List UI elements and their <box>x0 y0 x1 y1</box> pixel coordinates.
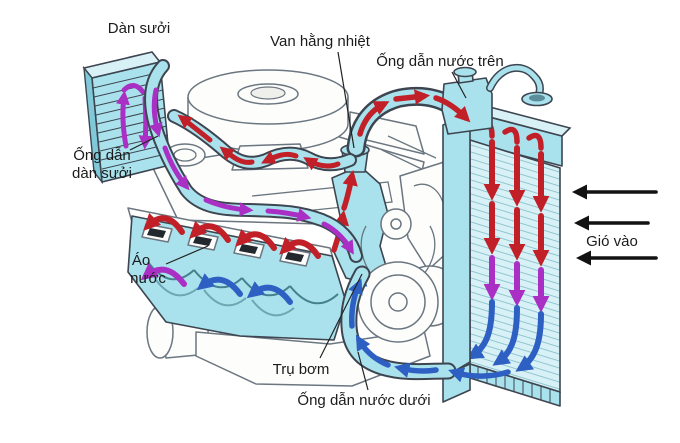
label-upper-hose: Ống dẫn nước trên <box>376 52 503 70</box>
warm-arrow-ret4 <box>265 208 312 222</box>
hot-arrow-feed1 <box>303 157 341 171</box>
cool-arrow-low1 <box>394 362 439 378</box>
warm-arrow-ret5 <box>321 221 354 255</box>
radiator-side-panel <box>442 114 471 379</box>
hot-arrow-port2 <box>189 220 231 243</box>
cylinder-scallops <box>147 261 339 317</box>
hot-arrow-upper1 <box>357 101 390 137</box>
label-air-in: Gió vào <box>586 233 638 250</box>
thermostat-leader-line <box>337 51 355 149</box>
expansion-tank-cap <box>453 66 477 78</box>
warm-arrow-ret2 <box>162 145 190 191</box>
hot-arrow-upper3 <box>433 95 471 123</box>
hot-arrow-port1 <box>143 212 185 235</box>
hot-arrow-feed3 <box>219 146 255 165</box>
overflow-hose <box>486 64 544 98</box>
labels: Dàn sưởi Van hằng nhiệt Ống dẫn nước trê… <box>72 20 638 409</box>
warm-arrow-jacket <box>140 263 187 287</box>
hot-arrow-port3 <box>235 228 277 251</box>
radiator-cap <box>521 91 553 107</box>
label-lower-hose: Ống dẫn nước dưới <box>297 391 430 409</box>
engine-deck-detail <box>251 181 393 217</box>
cool-arrow-jacket1 <box>196 273 243 297</box>
pump-leader-line <box>319 273 363 359</box>
cool-arrow-jacket2 <box>246 281 293 305</box>
label-pump: Trụ bơm <box>273 361 330 378</box>
pulley-and-belt <box>357 208 439 343</box>
lower-hose-leader-line <box>357 351 369 391</box>
radiator <box>441 64 572 407</box>
leader-lines <box>129 51 467 391</box>
cool-arrow-low3 <box>348 278 363 329</box>
water-jacket-leader-line <box>165 245 209 265</box>
hose-flow-arrows <box>148 87 511 383</box>
expansion-tank <box>441 66 493 135</box>
warm-arrow-core-arc <box>121 83 146 95</box>
hot-arrow-port4 <box>279 236 321 259</box>
air-cleaner-inlet <box>250 86 286 100</box>
warm-arrow-core-up <box>116 90 130 149</box>
cool-arrow-low0 <box>448 367 511 383</box>
hot-arrow-riser2 <box>341 169 358 211</box>
radiator-warm-flow <box>483 255 550 313</box>
warm-arrow-ret3 <box>203 197 254 217</box>
radiator-cool-flow <box>466 299 544 372</box>
hot-arrow-feed2 <box>260 150 299 164</box>
heater-hose-leader-line <box>129 135 159 151</box>
label-thermostat: Van hằng nhiệt <box>270 33 371 50</box>
warm-arrow-ret1 <box>148 87 163 138</box>
radiator-hot-flow <box>477 120 550 267</box>
label-heater-hose-l1: Ống dẫn <box>73 146 131 164</box>
label-heater-core: Dàn sưởi <box>108 20 170 37</box>
hot-arrow-upper2 <box>393 89 431 105</box>
air-in-arrows <box>571 184 658 266</box>
firewall-struts <box>381 135 437 173</box>
label-water-jacket-l2: nước <box>130 270 166 287</box>
cool-arrow-low2 <box>355 334 391 368</box>
label-water-jacket-l1: Áo <box>132 252 150 269</box>
hot-arrow-feed4 <box>177 114 213 143</box>
upper-hose-leader-line <box>451 71 467 99</box>
label-heater-hose-l2: dàn sưởi <box>72 165 132 182</box>
